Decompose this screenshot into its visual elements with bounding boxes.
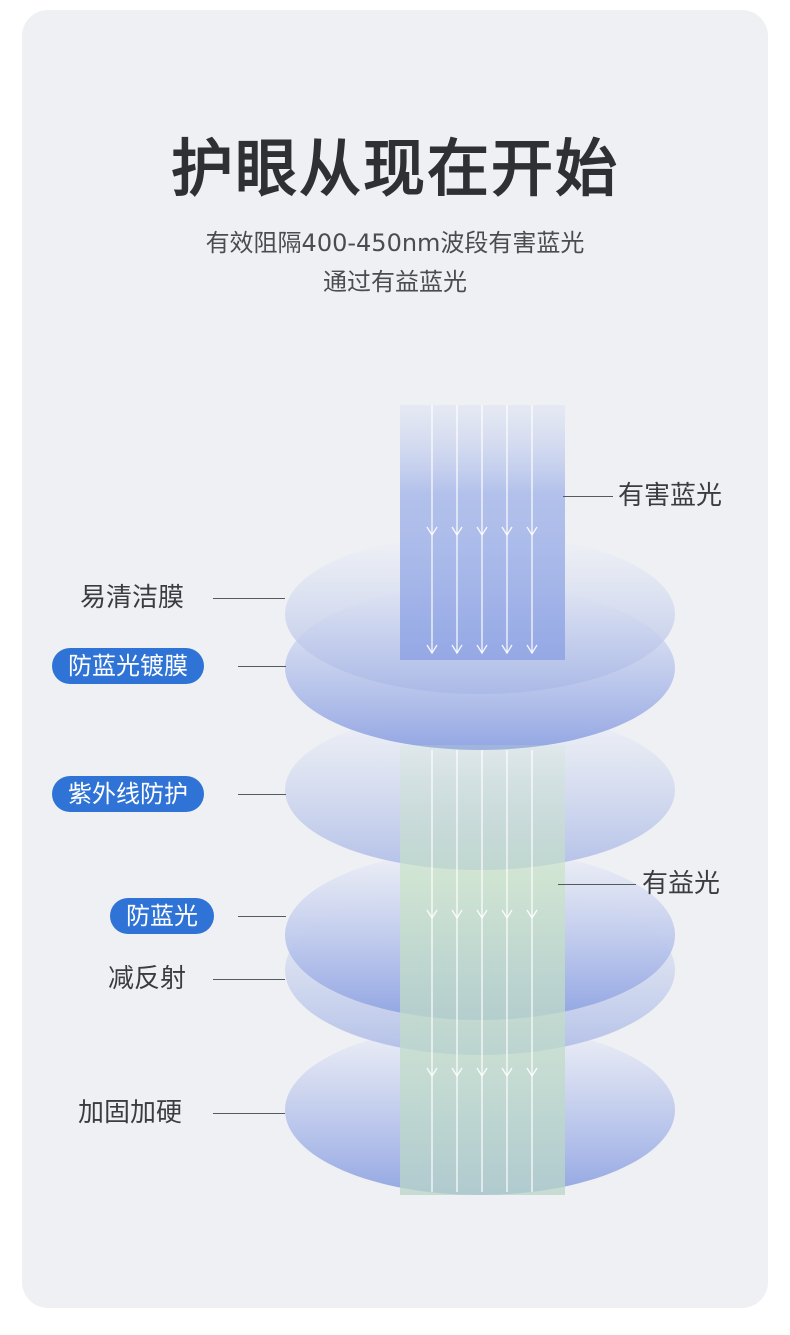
label-uv-protection: 紫外线防护 xyxy=(52,776,204,812)
leader-line-anti-reflection xyxy=(213,979,285,980)
leader-line-beneficial xyxy=(558,884,636,885)
leader-line-anti-blue xyxy=(238,916,286,917)
leader-line-harmful xyxy=(563,496,613,497)
harmful-arrows xyxy=(426,405,538,655)
leader-line-anti-blue-coating xyxy=(238,666,286,667)
label-hardening: 加固加硬 xyxy=(78,1098,183,1128)
leader-line-easy-clean xyxy=(213,598,285,599)
beneficial-arrows xyxy=(426,750,538,1192)
subtitle-line-2: 通过有益蓝光 xyxy=(323,268,467,296)
page-title: 护眼从现在开始 xyxy=(170,132,619,205)
label-anti-blue-coating: 防蓝光镀膜 xyxy=(52,648,204,684)
label-anti-blue: 防蓝光 xyxy=(110,898,214,934)
leader-line-uv-protection xyxy=(238,794,286,795)
label-harmful-blue-light: 有害蓝光 xyxy=(618,481,723,511)
subtitle-line-1: 有效阻隔400-450nm波段有害蓝光 xyxy=(205,229,585,257)
label-anti-reflection: 减反射 xyxy=(108,964,187,994)
leader-line-hardening xyxy=(213,1113,285,1114)
label-easy-clean: 易清洁膜 xyxy=(80,583,185,613)
label-beneficial-light: 有益光 xyxy=(642,869,721,899)
